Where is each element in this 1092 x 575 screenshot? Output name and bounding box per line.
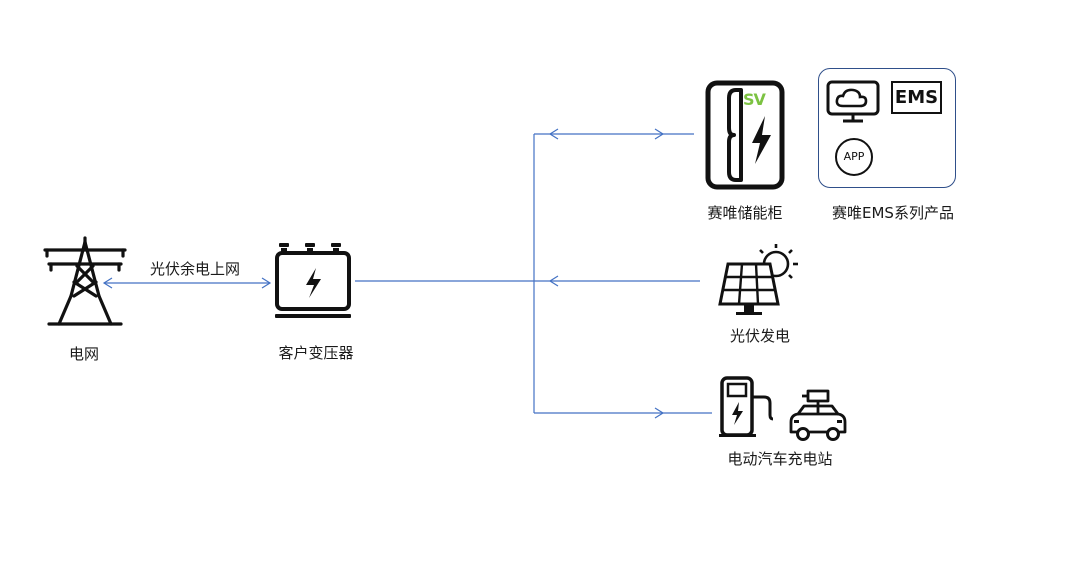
electric-car-icon [789,389,847,441]
ems-tag: EMS [891,81,942,114]
ev-label: 电动汽车充电站 [727,450,833,468]
storage-arrow-left [548,128,559,140]
pv-arrow-left [548,275,559,287]
arrow-left [102,277,113,289]
storage-arrow-right [654,128,665,140]
ev-arrow-right [654,407,665,419]
app-icon: APP [835,138,873,176]
ems-label: 赛唯EMS系列产品 [832,204,954,222]
sv-logo: SV [743,90,766,109]
cloud-monitor-icon [826,80,880,123]
solar-panel-icon [718,244,798,315]
storage-label: 赛唯储能柜 [707,204,783,222]
transformer-label: 客户变压器 [278,344,354,362]
arrow-right [261,277,272,289]
power-tower-icon [43,236,127,326]
storage-cabinet-icon [705,80,785,190]
pv-label: 光伏发电 [729,327,790,345]
grid-label: 电网 [68,345,99,363]
transformer-icon [275,243,351,318]
charging-pile-icon [719,376,774,437]
ems-group-box [818,68,956,188]
edge-label: 光伏余电上网 [150,260,241,278]
